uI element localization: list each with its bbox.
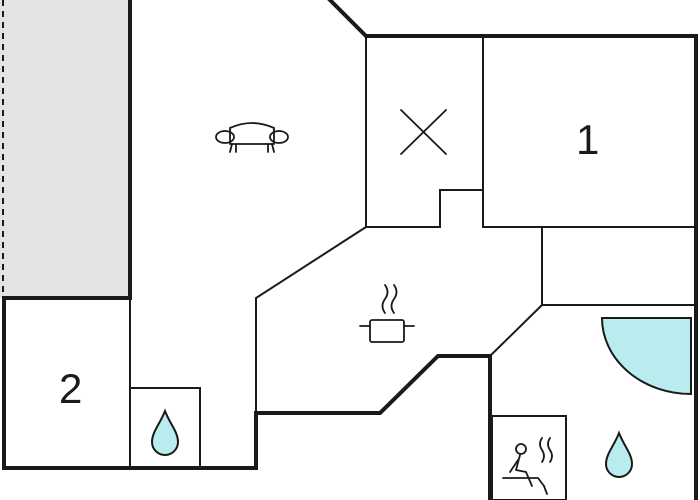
sauna-room [491, 415, 567, 500]
water-drop-icon [150, 408, 180, 456]
terrace-area [0, 0, 130, 298]
outer-wall-top-left [2, 0, 492, 500]
wall-bath-diagonal [489, 304, 543, 357]
quarter-circle-shower-icon [600, 317, 692, 396]
small-bathroom [129, 387, 201, 469]
wall-utility-bottom [366, 189, 696, 228]
outer-wall-top [327, 0, 698, 500]
sofa-icon [215, 122, 289, 153]
wall-kitchen-left [255, 226, 367, 413]
cooking-pot-icon [359, 284, 415, 343]
water-drop-icon [604, 430, 634, 478]
room-label-1: 1 [576, 116, 599, 163]
room-label-2: 2 [59, 365, 82, 412]
cross-icon [400, 109, 447, 155]
sauna-icon [502, 437, 553, 495]
wall-hall-right [541, 227, 696, 306]
